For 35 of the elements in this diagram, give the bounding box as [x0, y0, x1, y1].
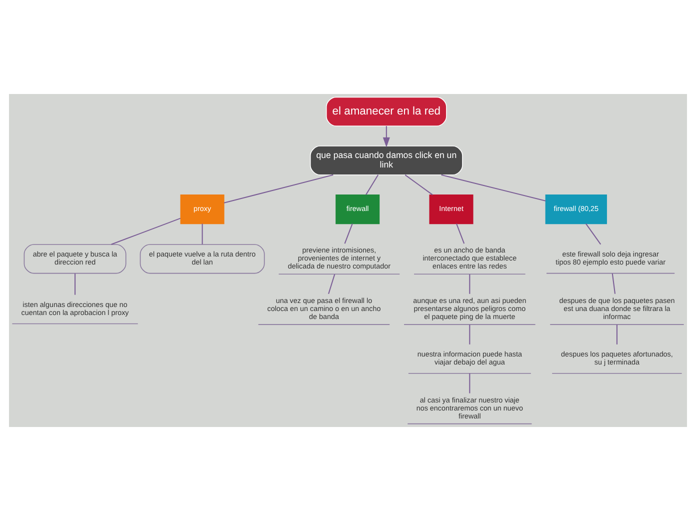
node-box: el paquete vuelve a la ruta dentro del lan	[140, 244, 265, 274]
connector	[344, 223, 353, 244]
connector	[328, 274, 336, 294]
node-text: nuestra informacion puede hasta viajar debajo del agua	[417, 349, 522, 366]
node-text: despues de que los paquetes pasen est una duana donde se filtrara la informac	[559, 296, 675, 321]
connector	[612, 273, 616, 294]
node-text: este firewall solo deja ingresar tipos 80 ejemplo esto puede variar	[556, 249, 666, 266]
connector	[74, 273, 76, 294]
node-text: aunque es una red, aun asi pueden presentarse algunos peligros como el paquete ping de la muerte	[413, 296, 526, 321]
node-text: despues los paquetes afortunados, su j terminada	[561, 349, 673, 366]
node-box: firewall (80,25	[545, 194, 607, 224]
node-box: el amanecer en la red	[326, 96, 447, 126]
node-text: al casi ya finalizar nuestro viaje nos encontraremos con un nuevo firewall	[416, 394, 524, 420]
node-text: es un ancho de banda interconectado que establece enlaces entre las redes	[422, 245, 517, 270]
connector	[366, 174, 379, 194]
connector	[456, 223, 465, 244]
connector	[404, 174, 433, 195]
connector	[224, 174, 334, 203]
node-text: una vez que pasa el firewall lo coloca en un camino o en un ancho de banda	[267, 296, 381, 321]
connector	[616, 324, 618, 344]
node-text: previene intromisiones, provenientes de internet y delicada de nuestro computador	[288, 245, 391, 270]
connector	[202, 223, 203, 244]
connector	[585, 222, 602, 244]
arrow	[382, 126, 390, 147]
node-box: Internet	[429, 194, 474, 224]
connector	[469, 372, 470, 393]
connector	[469, 274, 470, 294]
node-box: firewall	[336, 194, 380, 224]
connector	[111, 217, 181, 244]
node-box: proxy	[180, 194, 224, 224]
node-text: isten algunas direcciones que no cuentan con la aprobacion l proxy	[21, 300, 129, 317]
node-box: que pasa cuando damos click en un link	[310, 145, 463, 175]
connector	[441, 174, 546, 201]
node-box: abre el paquete y busca la direccion red	[24, 244, 126, 274]
connector	[469, 324, 470, 344]
